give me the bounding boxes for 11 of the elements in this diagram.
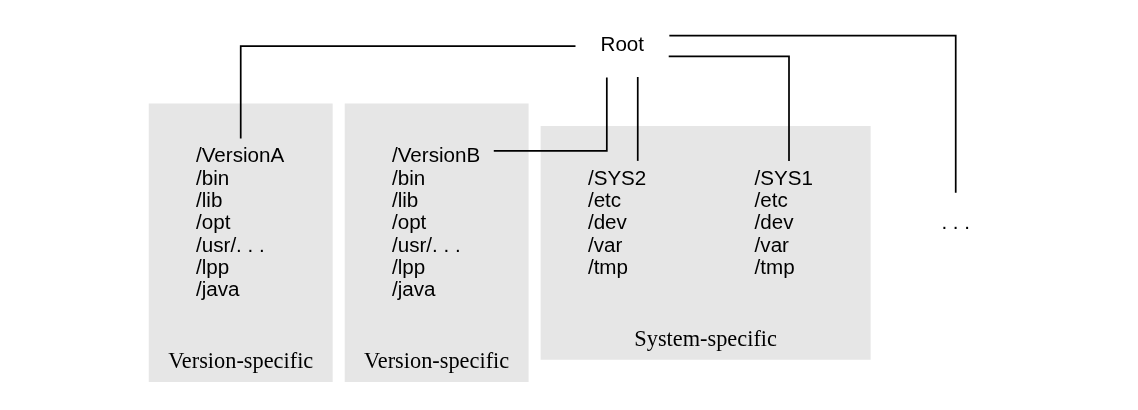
connector (636, 76, 639, 162)
node-text: /VersionA /bin /lib /opt /usr/. . . /lpp /java (196, 143, 285, 301)
connector (492, 76, 608, 152)
node-text: . . . (941, 210, 971, 234)
connector (667, 55, 790, 162)
node-text: Root (600, 32, 645, 56)
node-text: /SYS1 /etc /dev /var /tmp (754, 165, 814, 278)
connector (668, 34, 957, 194)
node-text: /VersionB /bin /lib /opt /usr/. . . /lpp /java (391, 143, 481, 301)
connector (239, 45, 577, 140)
node-text: /SYS2 /etc /dev /var /tmp (587, 165, 647, 278)
